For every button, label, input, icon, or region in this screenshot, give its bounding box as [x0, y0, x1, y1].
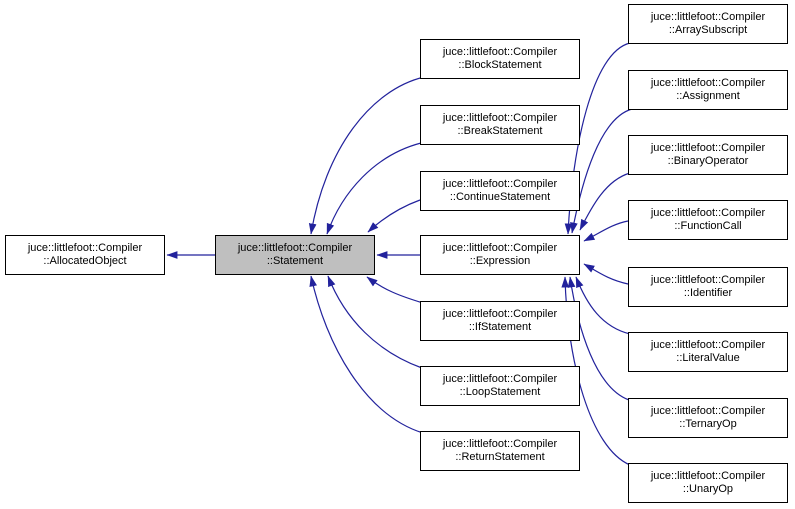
edge-loop-statement-to-statement — [327, 275, 423, 369]
node-label-line1: juce::littlefoot::Compiler — [650, 470, 766, 482]
node-label-line1: juce::littlefoot::Compiler — [442, 112, 558, 124]
node-label-line1: juce::littlefoot::Compiler — [237, 242, 353, 254]
node-function-call[interactable]: juce::littlefoot::Compiler ::FunctionCal… — [628, 200, 788, 240]
node-label-line2: ::ArraySubscript — [668, 24, 748, 36]
node-loop-statement[interactable]: juce::littlefoot::Compiler ::LoopStateme… — [420, 366, 580, 406]
node-label-line1: juce::littlefoot::Compiler — [650, 274, 766, 286]
node-block-statement[interactable]: juce::littlefoot::Compiler ::BlockStatem… — [420, 39, 580, 79]
edge-identifier-to-expression — [583, 263, 629, 285]
edge-assignment-to-expression — [570, 108, 633, 234]
node-label-line2: ::LoopStatement — [459, 386, 541, 398]
edge-break-statement-to-statement — [326, 142, 422, 235]
node-ternary-op[interactable]: juce::littlefoot::Compiler ::TernaryOp — [628, 398, 788, 438]
node-label-line1: juce::littlefoot::Compiler — [442, 178, 558, 190]
node-label-line2: ::IfStatement — [468, 321, 532, 333]
node-break-statement[interactable]: juce::littlefoot::Compiler ::BreakStatem… — [420, 105, 580, 145]
edge-if-statement-to-statement — [366, 276, 424, 304]
edge-literal-value-to-expression — [575, 276, 631, 335]
node-label-line1: juce::littlefoot::Compiler — [650, 405, 766, 417]
node-label-line2: ::BreakStatement — [457, 125, 543, 137]
node-label-line2: ::BinaryOperator — [667, 155, 749, 167]
node-return-statement[interactable]: juce::littlefoot::Compiler ::ReturnState… — [420, 431, 580, 471]
node-literal-value[interactable]: juce::littlefoot::Compiler ::LiteralValu… — [628, 332, 788, 372]
node-label-line1: juce::littlefoot::Compiler — [650, 77, 766, 89]
node-if-statement[interactable]: juce::littlefoot::Compiler ::IfStatement — [420, 301, 580, 341]
node-expression[interactable]: juce::littlefoot::Compiler ::Expression — [420, 235, 580, 275]
node-label-line2: ::FunctionCall — [674, 220, 742, 232]
node-allocated-object[interactable]: juce::littlefoot::Compiler ::AllocatedOb… — [5, 235, 165, 275]
edge-return-statement-to-statement — [309, 275, 424, 434]
node-continue-statement[interactable]: juce::littlefoot::Compiler ::ContinueSta… — [420, 171, 580, 211]
node-binary-operator[interactable]: juce::littlefoot::Compiler ::BinaryOpera… — [628, 135, 788, 175]
node-label-line2: ::LiteralValue — [676, 352, 740, 364]
node-label-line1: juce::littlefoot::Compiler — [442, 46, 558, 58]
node-label-line1: juce::littlefoot::Compiler — [442, 308, 558, 320]
node-label-line1: juce::littlefoot::Compiler — [442, 438, 558, 450]
node-label-line2: ::TernaryOp — [679, 418, 737, 430]
node-label-line2: ::Assignment — [676, 90, 740, 102]
node-label-line1: juce::littlefoot::Compiler — [442, 242, 558, 254]
node-label-line2: ::BlockStatement — [458, 59, 542, 71]
node-label-line1: juce::littlefoot::Compiler — [650, 11, 766, 23]
edge-continue-statement-to-statement — [367, 199, 421, 233]
node-identifier[interactable]: juce::littlefoot::Compiler ::Identifier — [628, 267, 788, 307]
edge-binary-operator-to-expression — [579, 172, 631, 231]
node-label-line1: juce::littlefoot::Compiler — [650, 207, 766, 219]
node-label-line2: ::Identifier — [683, 287, 733, 299]
edge-ternary-op-to-expression — [567, 276, 630, 401]
node-label-line2: ::AllocatedObject — [43, 255, 127, 267]
node-assignment[interactable]: juce::littlefoot::Compiler ::Assignment — [628, 70, 788, 110]
node-label-line2: ::Statement — [266, 255, 324, 267]
node-label-line2: ::Expression — [469, 255, 531, 267]
node-label-line2: ::ContinueStatement — [449, 191, 551, 203]
node-unary-op[interactable]: juce::littlefoot::Compiler ::UnaryOp — [628, 463, 788, 503]
node-label-line2: ::UnaryOp — [682, 483, 734, 495]
edge-block-statement-to-statement — [308, 76, 425, 235]
edge-function-call-to-expression — [583, 220, 629, 242]
node-label-line1: juce::littlefoot::Compiler — [650, 339, 766, 351]
node-array-subscript[interactable]: juce::littlefoot::Compiler ::ArraySubscr… — [628, 4, 788, 44]
node-label-line1: juce::littlefoot::Compiler — [650, 142, 766, 154]
node-label-line2: ::ReturnStatement — [455, 451, 545, 463]
node-statement[interactable]: juce::littlefoot::Compiler ::Statement — [215, 235, 375, 275]
node-label-line1: juce::littlefoot::Compiler — [27, 242, 143, 254]
node-label-line1: juce::littlefoot::Compiler — [442, 373, 558, 385]
